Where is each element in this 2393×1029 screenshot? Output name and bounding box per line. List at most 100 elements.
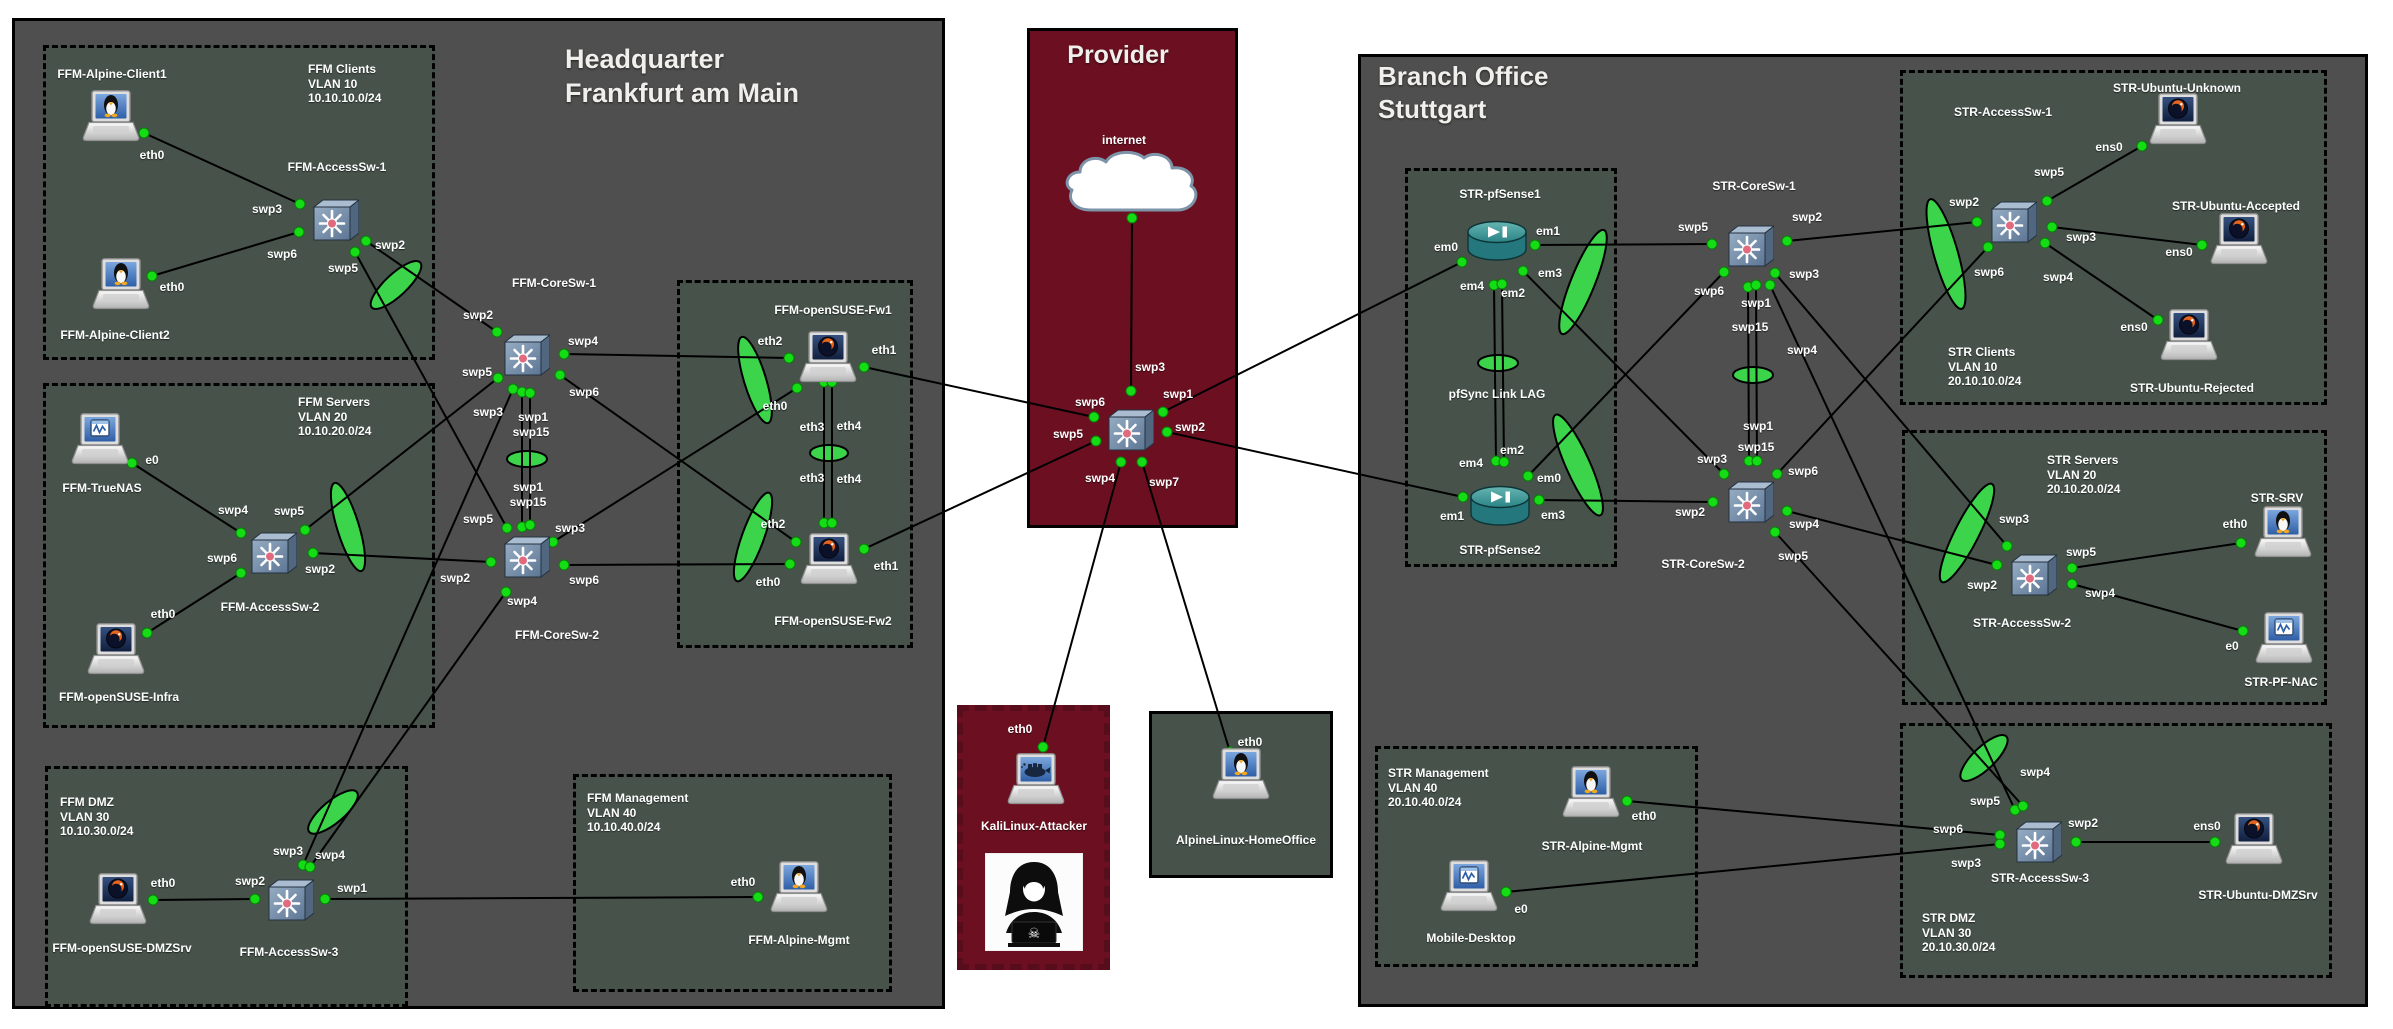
link[interactable]	[559, 374, 797, 543]
link[interactable]	[863, 440, 1097, 550]
ffm-mgmt-zone[interactable]	[573, 774, 892, 992]
port-label: ens0	[2120, 320, 2148, 334]
str-ubuntu-accepted[interactable]	[2208, 213, 2268, 267]
link[interactable]	[304, 377, 499, 531]
lag-ellipse[interactable]	[1551, 226, 1615, 339]
provider-switch[interactable]	[1107, 408, 1155, 452]
link[interactable]	[1769, 284, 2016, 811]
link[interactable]	[152, 898, 256, 901]
link[interactable]	[1130, 217, 1133, 392]
str-accesssw-1[interactable]	[1990, 200, 2038, 244]
ffm-accesssw-1[interactable]	[312, 198, 360, 242]
ffm-coresw-1[interactable]	[503, 333, 551, 377]
link[interactable]	[1505, 843, 2001, 893]
ffm-coresw-2[interactable]	[503, 535, 551, 579]
ffm-accesssw-2[interactable]	[250, 531, 298, 575]
lag-ellipse[interactable]	[731, 334, 778, 426]
lag-ellipse[interactable]	[324, 480, 372, 574]
str-accesssw-1-label: STR-AccessSw-1	[1953, 105, 2053, 119]
link[interactable]	[1141, 461, 1231, 753]
link[interactable]	[1774, 531, 2024, 807]
link[interactable]	[1501, 283, 1505, 463]
str-pfsense1[interactable]	[1466, 219, 1528, 265]
link[interactable]	[1747, 286, 1750, 462]
str-mgmt-zone[interactable]	[1375, 746, 1698, 967]
lag-ellipse[interactable]	[1732, 366, 1774, 384]
str-accesssw-2[interactable]	[2010, 553, 2058, 597]
link[interactable]	[1166, 431, 1464, 498]
str-alpine-mgmt[interactable]	[1560, 766, 1620, 820]
str-srv[interactable]	[2252, 506, 2312, 560]
link[interactable]	[324, 896, 759, 900]
ffm-opensuse-fw1[interactable]	[797, 331, 857, 385]
ffm-alpine-client2[interactable]	[90, 258, 150, 312]
lag-ellipse[interactable]	[364, 254, 427, 315]
link[interactable]	[1493, 284, 1497, 462]
str-pfsense2[interactable]	[1469, 484, 1531, 530]
link[interactable]	[365, 240, 498, 333]
link[interactable]	[143, 132, 301, 205]
ffm-truenas[interactable]	[69, 413, 129, 467]
str-accesssw-3[interactable]	[2015, 820, 2063, 864]
alpinelinux-homeoffice[interactable]	[1210, 748, 1270, 802]
link[interactable]	[1522, 270, 1725, 475]
link[interactable]	[309, 591, 507, 868]
lag-ellipse[interactable]	[506, 450, 548, 468]
link[interactable]	[312, 552, 492, 563]
link[interactable]	[863, 366, 1095, 418]
link[interactable]	[563, 353, 790, 359]
link[interactable]	[1042, 461, 1122, 748]
link[interactable]	[1626, 800, 2001, 836]
link[interactable]	[2044, 242, 2159, 321]
str-ubuntu-unknown[interactable]	[2147, 93, 2207, 147]
ffm-alpine-client1[interactable]	[80, 90, 140, 144]
link[interactable]	[2071, 583, 2244, 632]
lag-ellipse[interactable]	[727, 489, 780, 585]
link[interactable]	[2051, 226, 2203, 246]
kalilinux-attacker[interactable]	[1005, 753, 1065, 807]
link[interactable]	[1534, 243, 1713, 246]
link[interactable]	[1162, 261, 1463, 413]
lag-ellipse[interactable]	[809, 444, 849, 462]
ffm-accesssw-3[interactable]	[267, 878, 315, 922]
link[interactable]	[563, 563, 791, 566]
internet[interactable]	[1059, 148, 1203, 216]
link[interactable]	[1527, 271, 1725, 477]
link[interactable]	[302, 388, 514, 866]
str-coresw-2[interactable]	[1727, 480, 1775, 524]
link[interactable]	[354, 251, 508, 529]
link[interactable]	[131, 462, 242, 534]
ffm-opensuse-infra[interactable]	[85, 623, 145, 677]
str-ubuntu-dmzsrv[interactable]	[2223, 813, 2283, 867]
hacker-image[interactable]: ☠	[984, 852, 1084, 952]
link[interactable]	[1774, 272, 2008, 547]
str-pf-nac[interactable]	[2253, 612, 2313, 666]
lag-ellipse[interactable]	[1954, 729, 2014, 788]
lag-ellipse[interactable]	[1931, 479, 2002, 588]
port-dot	[1706, 238, 1718, 250]
str-coresw-1[interactable]	[1727, 224, 1775, 268]
link[interactable]	[1786, 510, 1998, 566]
lag-ellipse[interactable]	[302, 784, 364, 841]
ffm-alpine-mgmt[interactable]	[768, 861, 828, 915]
link[interactable]	[2046, 145, 2143, 202]
ffm-opensuse-dmzsrv[interactable]	[87, 873, 147, 927]
lag-ellipse[interactable]	[1545, 410, 1612, 520]
ffm-opensuse-fw2[interactable]	[798, 533, 858, 587]
link[interactable]	[1776, 246, 1989, 475]
link[interactable]	[552, 387, 798, 543]
mobile-desktop[interactable]	[1438, 860, 1498, 914]
link[interactable]	[146, 572, 242, 634]
port-dot	[1496, 278, 1508, 290]
link[interactable]	[1755, 284, 1758, 462]
ffm-firewall-zone[interactable]	[677, 280, 913, 648]
port-dot	[2046, 221, 2058, 233]
link[interactable]	[1538, 499, 1714, 503]
str-ubuntu-rejected[interactable]	[2158, 309, 2218, 363]
link[interactable]	[2071, 542, 2242, 569]
lag-ellipse[interactable]	[1919, 196, 1973, 312]
link[interactable]	[151, 231, 300, 277]
lag-ellipse[interactable]	[1477, 354, 1519, 372]
link[interactable]	[1786, 221, 1978, 242]
